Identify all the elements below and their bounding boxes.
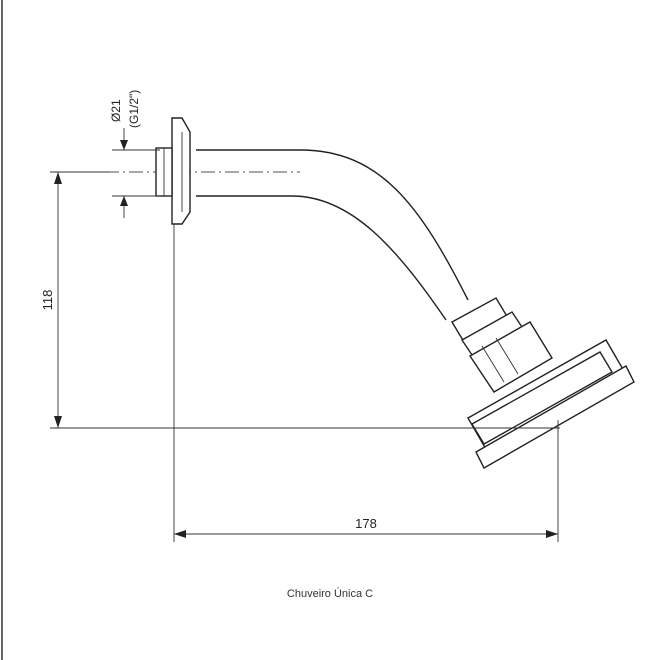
thread-label: (G1/2") [127, 90, 141, 128]
shower-head [467, 339, 635, 469]
height-label: 118 [40, 290, 55, 311]
drawing-caption: Chuveiro Única C [286, 588, 374, 600]
wall-flange [155, 117, 191, 225]
connector-nut [451, 297, 553, 393]
length-dimension: 178 [173, 224, 559, 542]
diameter-dimension: Ø21 (G1/2") [109, 90, 160, 218]
height-dimension: 118 [40, 171, 560, 429]
shower-arm [105, 149, 469, 321]
length-label: 178 [355, 516, 377, 531]
diameter-label: Ø21 [109, 99, 123, 122]
